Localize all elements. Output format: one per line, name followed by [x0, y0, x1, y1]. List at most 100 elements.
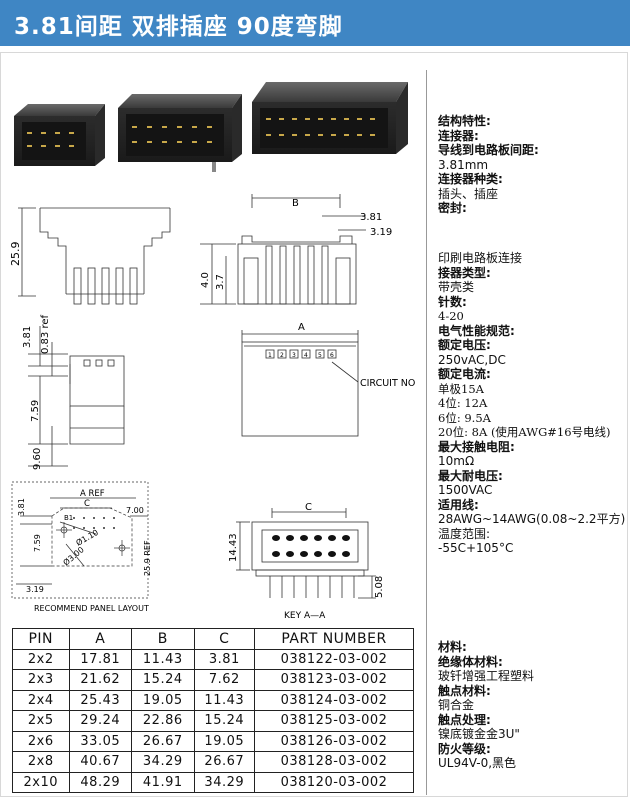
cell-pin: 2x10	[12, 771, 70, 793]
cell-b: 41.91	[131, 771, 195, 793]
cell-a: 40.67	[68, 751, 133, 773]
panel-3-81: 3.81	[17, 498, 26, 516]
spec-line: 6位: 9.5A	[438, 410, 491, 425]
spec-line: 导线到电路板间距:	[438, 143, 539, 157]
cell-pin: 2x6	[12, 730, 70, 752]
spec-line: 额定电压:	[438, 338, 491, 352]
spec-line: 4-20	[438, 309, 464, 323]
dim-25-9: 25.9	[9, 242, 22, 267]
header-b: B	[131, 628, 195, 650]
circuit-mark: 5	[318, 352, 322, 359]
key-c: C	[305, 502, 312, 513]
cell-part-number: 038122-03-002	[254, 648, 414, 670]
panel-a-ref: A REF	[80, 489, 105, 499]
front-view-drawing	[200, 194, 366, 305]
panel-7-59: 7.59	[33, 534, 42, 552]
cell-b: 15.24	[131, 669, 195, 691]
page-outline	[0, 52, 628, 797]
cell-c: 11.43	[193, 689, 256, 711]
spec-line: 单极15A	[438, 381, 484, 396]
cell-a: 48.29	[68, 771, 133, 793]
circuit-mark: 3	[292, 352, 296, 359]
header-a: A	[68, 628, 133, 650]
dim-3-81-side: 3.81	[22, 326, 33, 348]
cell-pin: 2x5	[12, 710, 70, 732]
cell-b: 11.43	[131, 648, 195, 670]
dim-9-60: 9.60	[32, 448, 43, 470]
title-bar: 3.81间距 双排插座 90度弯脚	[0, 0, 630, 46]
table-header-row: PIN A B C PART NUMBER	[12, 628, 414, 650]
cell-a: 25.43	[68, 689, 133, 711]
key-section-drawing	[236, 508, 376, 599]
cell-part-number: 038128-03-002	[254, 751, 414, 773]
spec-line: 玻钎增强工程塑料	[438, 669, 535, 683]
cell-a: 33.05	[68, 730, 133, 752]
cell-c: 7.62	[193, 669, 256, 691]
panel-layout-dots	[73, 517, 115, 529]
key-5-08: 5.08	[374, 576, 385, 598]
connector-photo-small	[14, 104, 105, 166]
cell-pin: 2x8	[12, 751, 70, 773]
spec-line: 250vAC,DC	[438, 352, 506, 367]
spec-line: 镍底镀金金3U"	[438, 727, 520, 741]
connector-photo-large	[252, 82, 408, 154]
side-view-drawing	[18, 207, 171, 305]
spec-line: 20位: 8A (使用AWG#16号电线)	[438, 425, 611, 439]
table-row: 2x8 40.67 34.29 26.67 038128-03-002	[12, 751, 414, 773]
dim-3-81-top: 3.81	[360, 212, 382, 223]
circuit-mark: 2	[280, 352, 284, 359]
spec-line: 1500VAC	[438, 483, 493, 497]
cell-a: 29.24	[68, 710, 133, 732]
key-14-43: 14.43	[228, 533, 239, 562]
spec-line: 带壳类	[438, 280, 475, 294]
circuit-mark: 1	[268, 352, 272, 359]
cell-c: 3.81	[193, 648, 256, 670]
spec-line: 结构特性:	[438, 114, 491, 128]
spec-line: -55C+105°C	[438, 541, 514, 555]
cell-part-number: 038123-03-002	[254, 669, 414, 691]
spec-line: 额定电流:	[438, 367, 491, 381]
spec-line: 适用线:	[438, 497, 479, 512]
connector-photo-medium	[118, 94, 242, 172]
column-divider	[426, 70, 427, 795]
key-aa-label: KEY A—A	[284, 611, 326, 621]
table-row: 2x10 48.29 41.91 34.29 038120-03-002	[12, 771, 414, 793]
panel-b1: B1	[64, 514, 73, 522]
spec-line: 电气性能规范:	[438, 323, 515, 338]
spec-line: 针数:	[438, 294, 467, 309]
spec-block-materials: 材料: 绝缘体材料: 玻钎增强工程塑料 触点材料: 铜合金 触点处理: 镍底镀金…	[438, 640, 626, 771]
dim-4-0: 4.0	[200, 272, 211, 288]
table-row: 2x3 21.62 15.24 7.62 038123-03-002	[12, 669, 414, 691]
cell-pin: 2x2	[12, 648, 70, 670]
circuit-no-label: CIRCUIT NO	[360, 378, 415, 389]
dim-3-19: 3.19	[370, 227, 392, 238]
header-c: C	[193, 628, 256, 650]
spec-line: 连接器:	[438, 128, 479, 143]
spec-line: 触点处理:	[438, 712, 491, 727]
spec-line: 4位: 12A	[438, 396, 488, 410]
table-row: 2x4 25.43 19.05 11.43 038124-03-002	[12, 689, 414, 711]
panel-layout-drawing	[11, 481, 149, 599]
panel-c: C	[84, 499, 90, 509]
table-row: 2x5 29.24 22.86 15.24 038125-03-002	[12, 710, 414, 732]
dimension-table: PIN A B C PART NUMBER 2x2 17.81 11.43 3.…	[12, 628, 414, 793]
cell-c: 26.67	[193, 751, 256, 773]
spec-line: 触点材料:	[438, 683, 491, 698]
circuit-mark: 6	[330, 352, 334, 359]
spec-line: 材料:	[438, 640, 467, 654]
cell-part-number: 038125-03-002	[254, 710, 414, 732]
recommend-panel-layout-label: RECOMMEND PANEL LAYOUT	[34, 604, 149, 613]
panel-1-10: Ø1.10	[74, 527, 100, 548]
panel-25-9-ref: 25.9 REF	[143, 540, 152, 576]
spec-line: 28AWG~14AWG(0.08~2.2平方)温度范围:	[438, 512, 626, 541]
cell-b: 19.05	[131, 689, 195, 711]
spec-line: 连接器种类:	[438, 172, 503, 186]
spec-line: 接器类型:	[438, 265, 491, 280]
cell-b: 22.86	[131, 710, 195, 732]
cell-c: 34.29	[193, 771, 256, 793]
spec-line: 3.81mm	[438, 157, 489, 172]
panel-3-19: 3.19	[26, 585, 44, 594]
side-profile-drawing	[28, 326, 125, 467]
cell-a: 17.81	[68, 648, 133, 670]
cell-b: 34.29	[131, 751, 195, 773]
